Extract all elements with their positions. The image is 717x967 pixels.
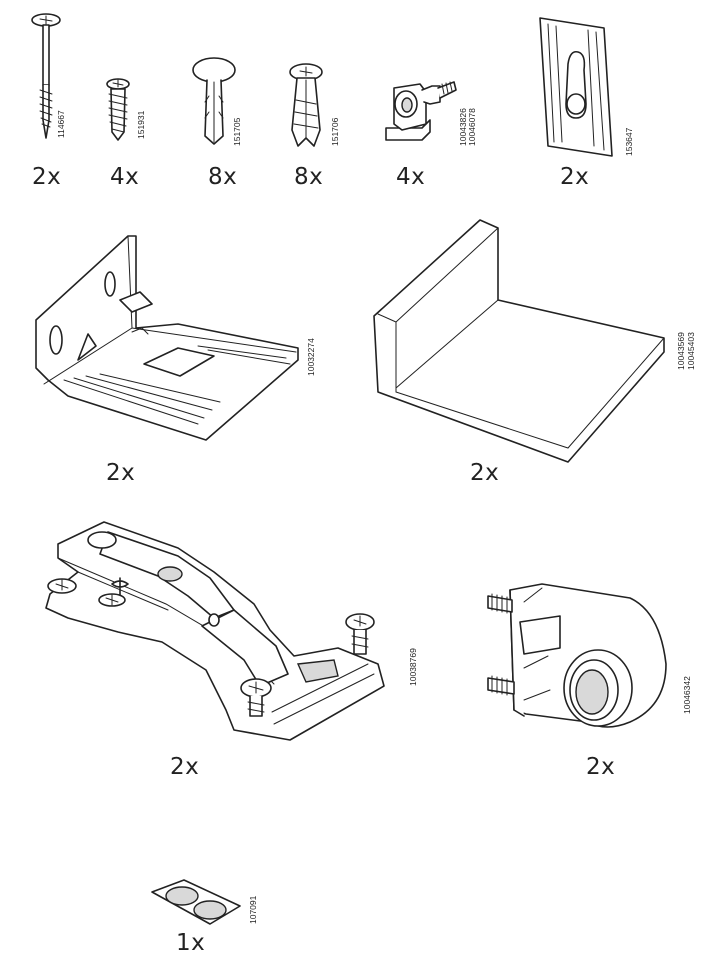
part-code: 107091 [248, 895, 258, 924]
part-code: 151706 [330, 117, 340, 146]
part-code: 153647 [624, 127, 634, 156]
quantity-label: 2x [106, 460, 136, 486]
hinge-icon [45, 521, 385, 741]
quantity-label: 2x [170, 754, 200, 780]
quantity-label: 4x [396, 164, 426, 190]
quantity-label: 4x [110, 164, 140, 190]
wall-plate-icon [539, 17, 613, 157]
rail-holder-icon [487, 583, 667, 728]
quantity-label: 8x [294, 164, 324, 190]
quantity-label: 2x [32, 164, 62, 190]
part-code: 10032274 [306, 338, 316, 376]
part-code: 10045403 [686, 332, 696, 370]
part-code: 151931 [136, 110, 146, 139]
part-code: 151705 [232, 117, 242, 146]
part-code: 10043569 [676, 332, 686, 370]
part-code: 10046342 [682, 676, 692, 714]
screw-short-icon [106, 78, 130, 141]
corner-bracket-icon [35, 235, 299, 441]
quantity-label: 2x [586, 754, 616, 780]
plug-screw-icon [289, 63, 323, 147]
felt-pads-icon [151, 879, 241, 925]
part-code: 10046078 [467, 108, 477, 146]
shelf-support-icon [373, 219, 665, 463]
screw-long-icon [31, 13, 61, 139]
part-code: 10038769 [408, 648, 418, 686]
quantity-label: 1x [176, 930, 206, 956]
quantity-label: 8x [208, 164, 238, 190]
part-code: 114667 [56, 110, 66, 138]
cam-connector-icon [385, 81, 457, 141]
quantity-label: 2x [560, 164, 590, 190]
quantity-label: 2x [470, 460, 500, 486]
plug-cap-icon [192, 57, 236, 145]
